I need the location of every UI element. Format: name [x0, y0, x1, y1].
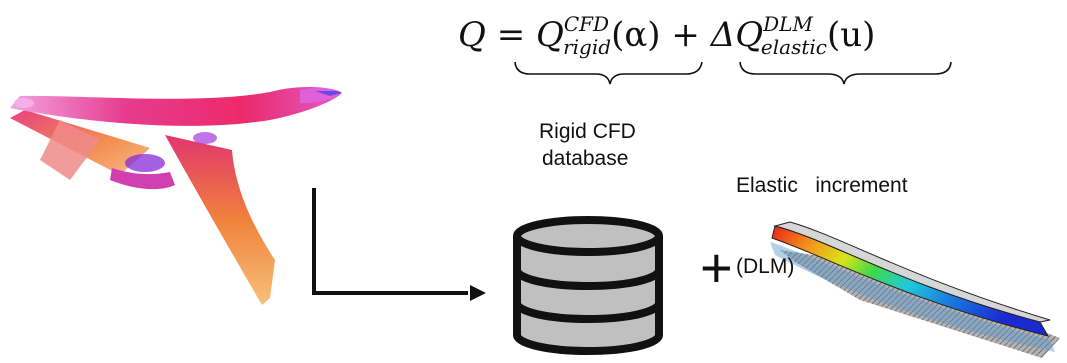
eq-term1-base: Q — [536, 15, 564, 55]
label-rigid-line2: database — [542, 147, 629, 170]
eq-term1-arg: (α) — [611, 15, 661, 55]
eq-term2-sup: DLM — [763, 12, 813, 36]
brace-elastic — [739, 61, 952, 85]
eq-equals: = — [496, 15, 526, 55]
eq-term1-sub: rigid — [563, 35, 612, 59]
database-icon — [513, 216, 663, 355]
label-elastic-line1: Elastic increment — [736, 174, 908, 197]
aero-equation: Q = QCFDrigid(α) + ΔQDLMelastic(u) — [458, 12, 875, 59]
eq-term2-delta: ΔQ — [710, 15, 764, 55]
eq-term2-sub: elastic — [760, 35, 827, 59]
elastic-beam-icon — [770, 221, 1060, 358]
label-rigid-cfd: Rigid CFD database — [539, 118, 636, 172]
eq-term1-sup: CFD — [563, 12, 610, 36]
label-elastic-line2: (DLM) — [736, 255, 795, 278]
eq-term2-arg: (u) — [826, 15, 876, 55]
brace-rigid — [514, 61, 703, 85]
arrow-icon — [312, 188, 486, 301]
label-elastic-increment: Elastic increment (DLM) — [736, 118, 908, 307]
label-rigid-line1: Rigid CFD — [539, 120, 636, 143]
eq-plus: + — [671, 15, 700, 55]
eq-lhs: Q — [458, 15, 486, 55]
plus-sign: + — [700, 236, 733, 299]
aircraft-pressure-render — [10, 87, 342, 305]
